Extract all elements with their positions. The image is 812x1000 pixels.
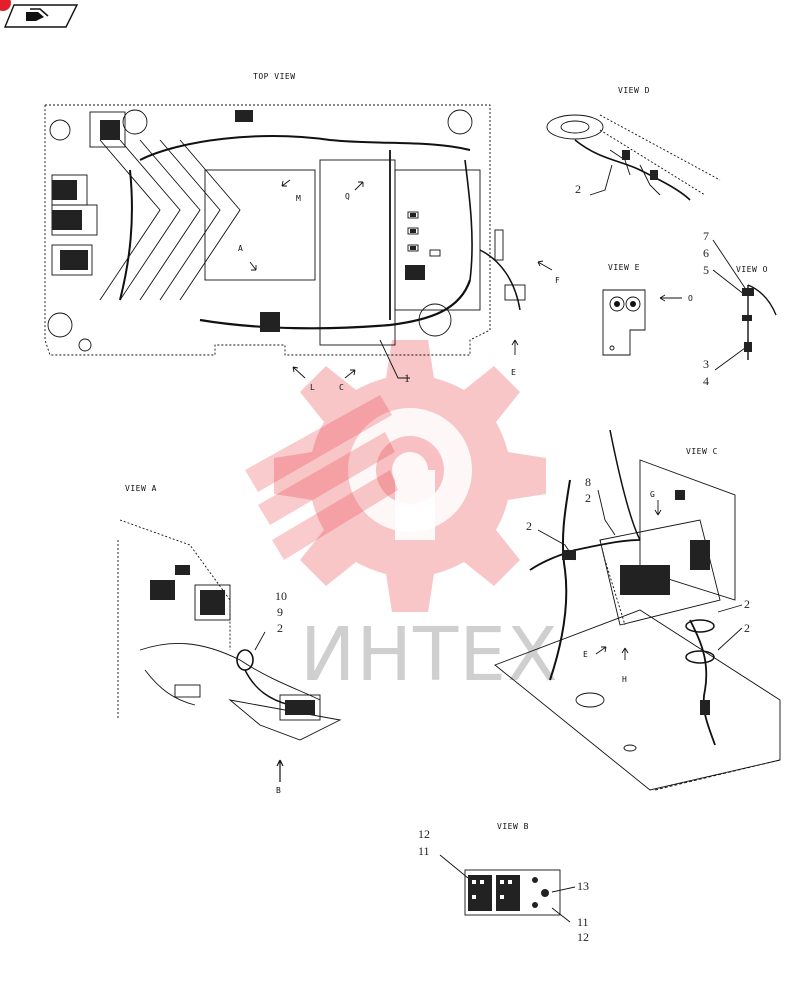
callout-a-9: 9 [277, 605, 283, 619]
callout-b-11b: 11 [577, 915, 589, 929]
callout-c-2d: 2 [744, 621, 750, 635]
label-o-arrow: O [688, 294, 693, 303]
callout-b-13: 13 [577, 879, 589, 893]
callout-c-2c: 2 [744, 597, 750, 611]
view-o-title: VIEW O [736, 265, 768, 274]
callout-c-2a: 2 [585, 491, 591, 505]
label-e: E [511, 368, 516, 377]
callout-o-3: 3 [703, 357, 709, 371]
label-l: L [310, 383, 315, 392]
callout-b-12b: 12 [577, 930, 589, 944]
label-b: B [276, 786, 281, 795]
callout-d-2: 2 [575, 182, 581, 196]
label-f: F [555, 276, 560, 285]
callout-o-6: 6 [703, 246, 709, 260]
nav-badge[interactable] [0, 0, 80, 30]
callout-o-7: 7 [703, 229, 709, 243]
label-view-c-e: E [583, 650, 588, 659]
callout-o-4: 4 [703, 374, 709, 388]
view-c-title: VIEW C [686, 447, 718, 456]
callout-o-5: 5 [703, 263, 709, 277]
label-q: Q [345, 192, 350, 201]
callout-1: 1 [404, 371, 410, 385]
label-m: M [296, 194, 301, 203]
view-e-title: VIEW E [608, 263, 640, 272]
label-c: C [339, 383, 344, 392]
prev-page-arrow-icon[interactable] [0, 0, 80, 30]
callout-c-8: 8 [585, 475, 591, 489]
view-b-title: VIEW B [497, 822, 529, 831]
callout-a-10: 10 [275, 589, 287, 603]
callout-c-2b: 2 [526, 519, 532, 533]
top-view-title: TOP VIEW [253, 72, 296, 81]
watermark-text: ИНТЕХ [300, 612, 559, 698]
callout-a-2: 2 [277, 621, 283, 635]
label-g: G [650, 490, 655, 499]
label-h: H [622, 675, 627, 684]
label-a: A [238, 244, 243, 253]
view-d-title: VIEW D [618, 86, 650, 95]
callout-b-12a: 12 [418, 827, 430, 841]
callout-b-11a: 11 [418, 844, 430, 858]
view-a-title: VIEW A [125, 484, 157, 493]
